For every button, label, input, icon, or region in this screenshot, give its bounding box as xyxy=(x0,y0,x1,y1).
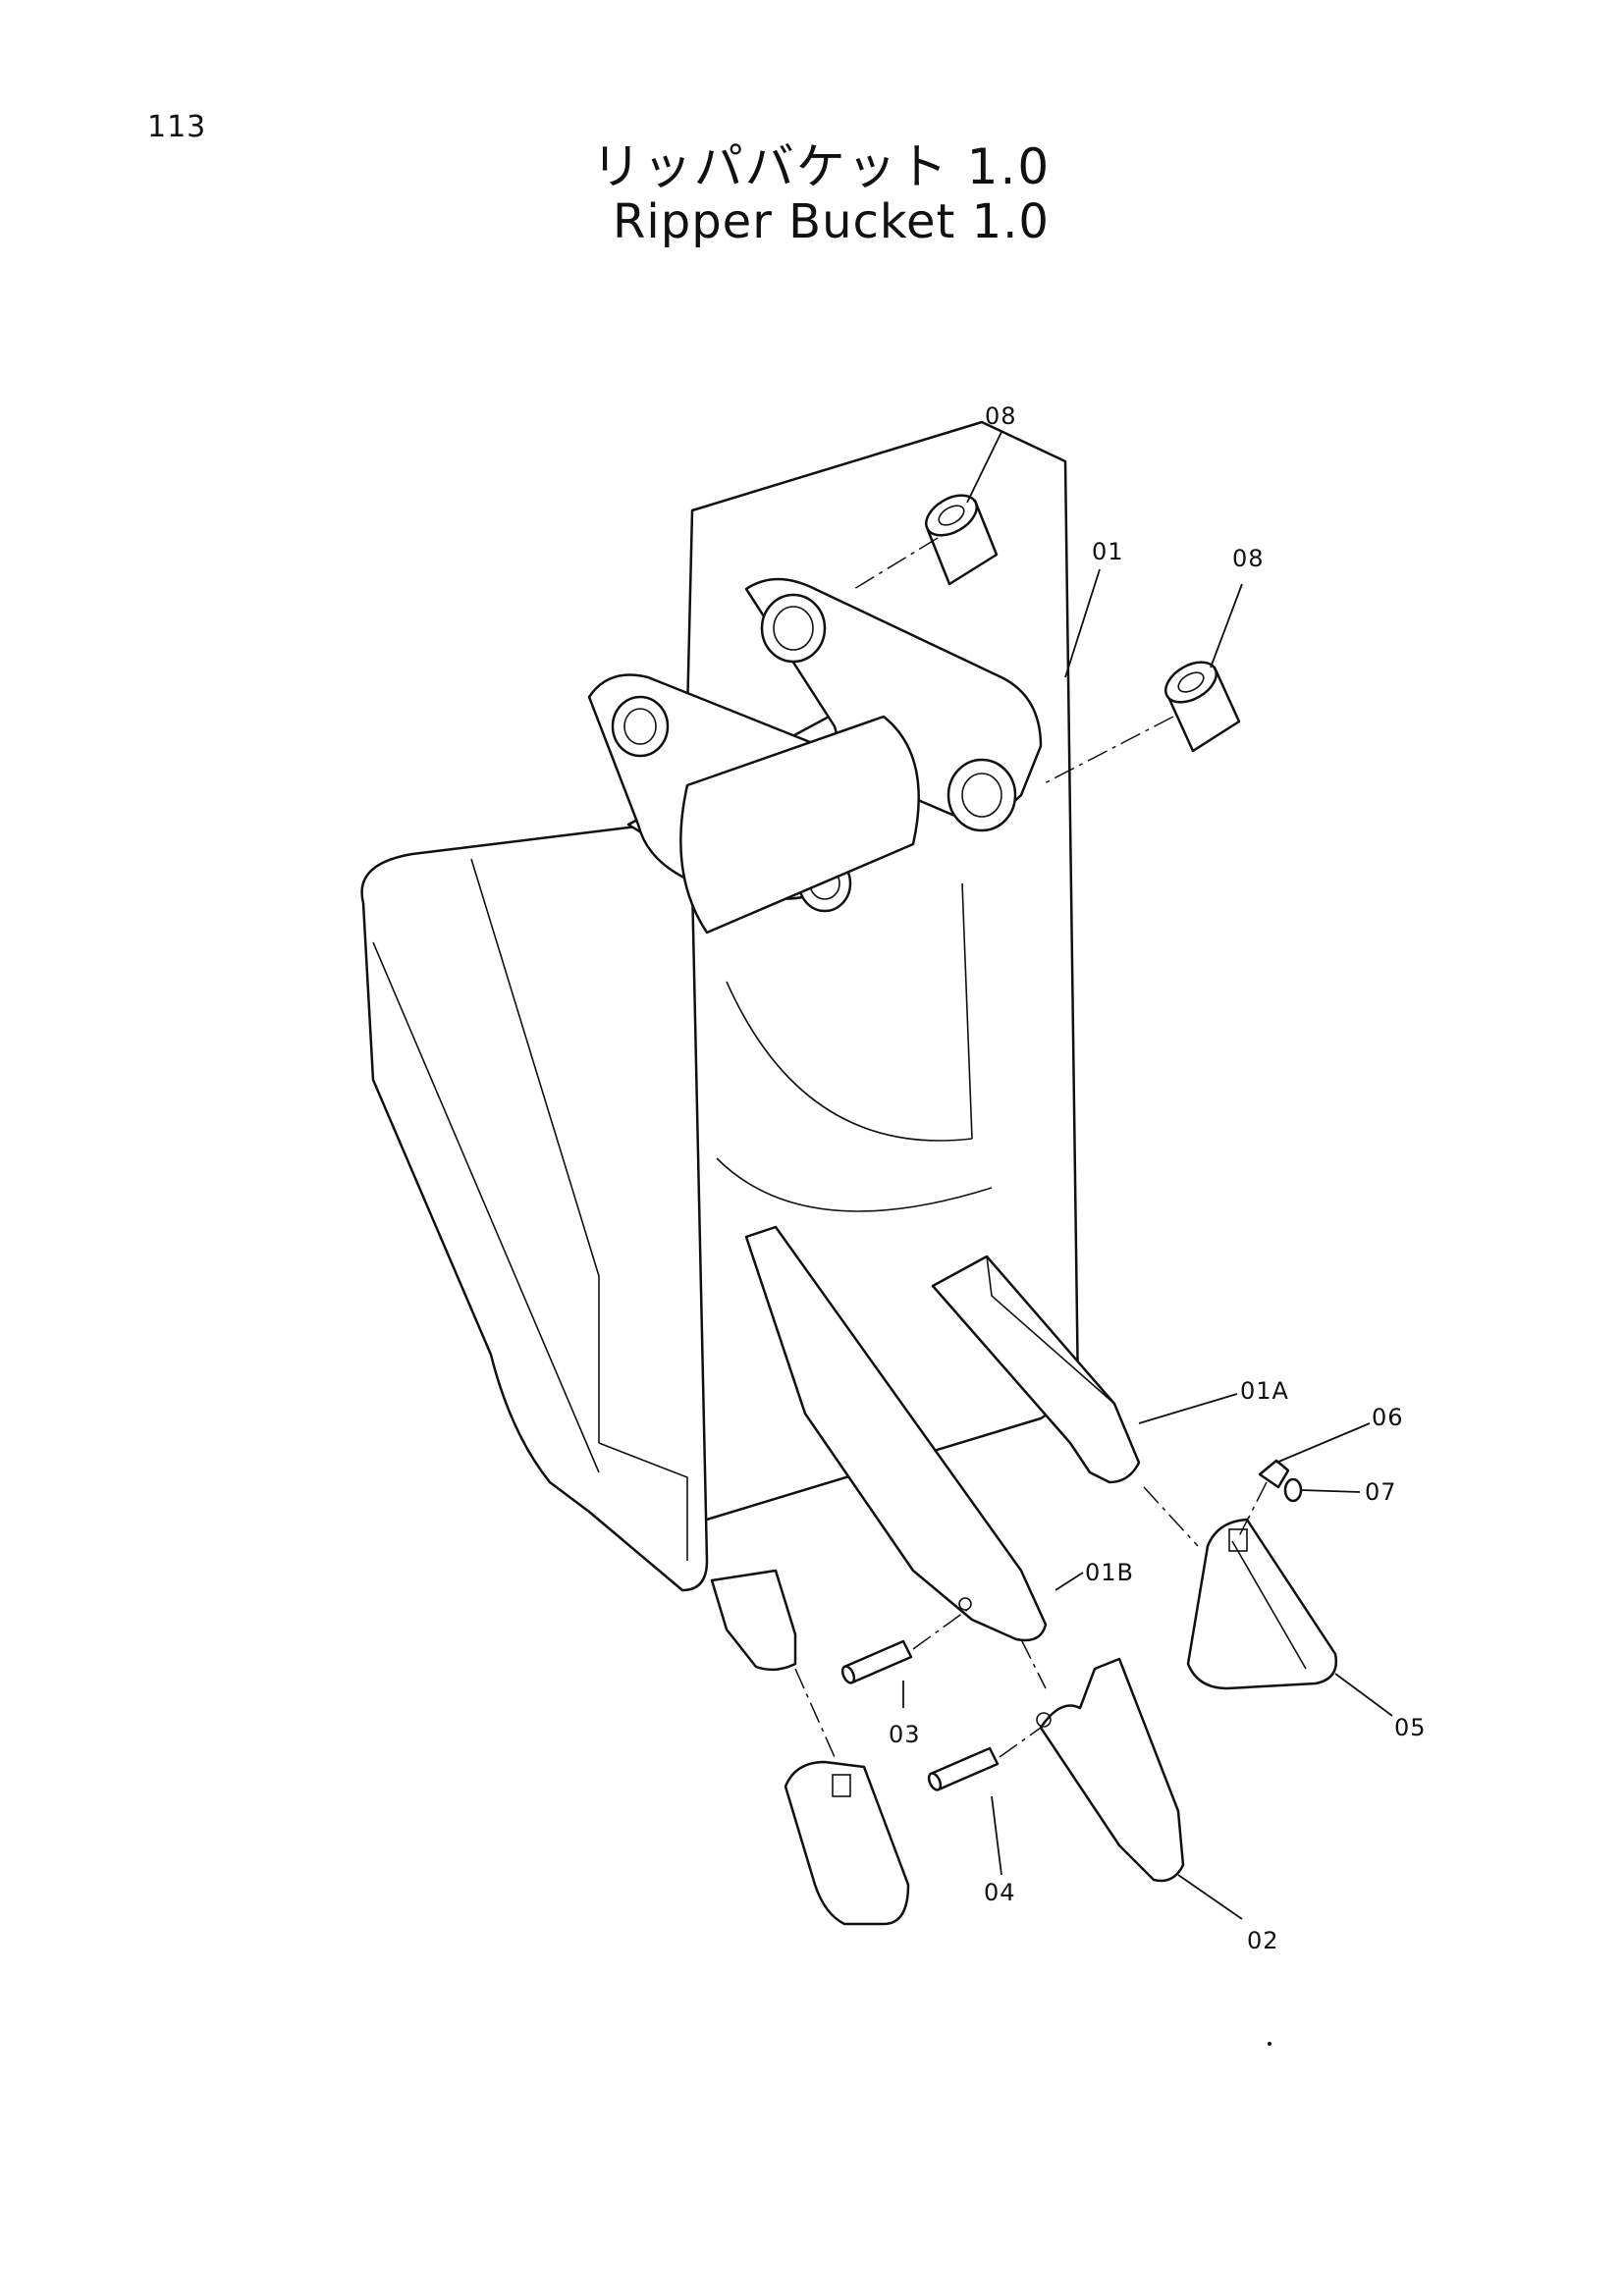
callout-01b: 01B xyxy=(1085,1559,1134,1586)
assembly-line-upper xyxy=(853,537,939,590)
callout-01a: 01A xyxy=(1240,1377,1289,1405)
assembly-line-tooth-right xyxy=(1143,1486,1199,1547)
title-english: Ripper Bucket 1.0 xyxy=(613,194,1050,249)
assembly-line-lower xyxy=(1040,716,1174,786)
callout-07: 07 xyxy=(1365,1478,1397,1506)
callout-02: 02 xyxy=(1247,1927,1279,1954)
shank-center xyxy=(744,1225,1048,1642)
speck xyxy=(1268,2042,1271,2046)
leader-lines xyxy=(902,431,1393,1920)
tooth-left xyxy=(784,1760,910,1926)
shank-right xyxy=(931,1255,1141,1484)
assembly-line-tooth-left xyxy=(794,1668,836,1758)
callout-03: 03 xyxy=(889,1721,921,1748)
page-number: 113 xyxy=(147,110,207,144)
callout-08-lower: 08 xyxy=(1232,545,1265,572)
pin-03 xyxy=(840,1639,913,1684)
assembly-line-pin-03 xyxy=(912,1609,968,1650)
assembly-line-tooth-center xyxy=(1020,1638,1047,1689)
tooth-right xyxy=(1186,1518,1338,1690)
pin-04 xyxy=(927,1746,1000,1791)
washer-07 xyxy=(1283,1477,1303,1503)
assembly-line-lock xyxy=(1238,1481,1268,1537)
boss-tube xyxy=(679,715,920,934)
tooth-center xyxy=(1036,1657,1185,1883)
callout-06: 06 xyxy=(1372,1404,1404,1431)
callout-05: 05 xyxy=(1394,1714,1427,1741)
callout-08-upper: 08 xyxy=(985,402,1017,430)
callout-01: 01 xyxy=(1092,538,1124,565)
lock-06 xyxy=(1258,1459,1290,1489)
assembly-line-pin-04 xyxy=(999,1727,1042,1758)
shank-left xyxy=(710,1569,797,1672)
bushing-upper xyxy=(925,494,999,586)
title-japanese: リッパバケット 1.0 xyxy=(591,138,1052,195)
bucket-body xyxy=(360,420,1080,1592)
callout-04: 04 xyxy=(984,1879,1016,1906)
bushing-lower xyxy=(1164,661,1241,753)
